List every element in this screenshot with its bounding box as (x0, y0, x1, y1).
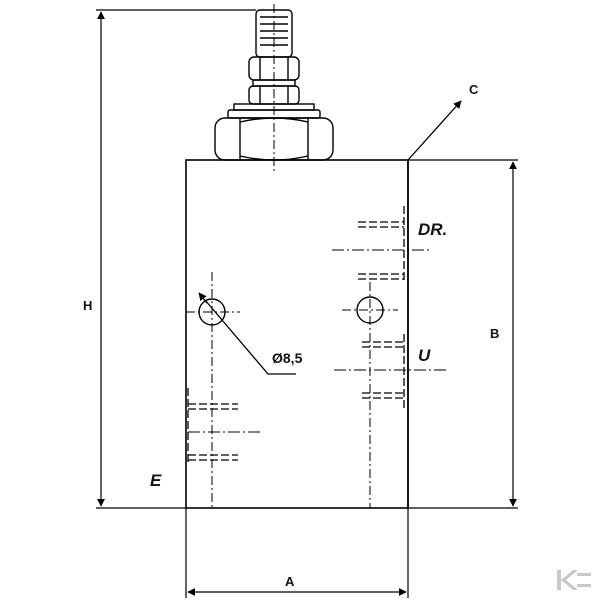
dimension-label-h: H (83, 298, 92, 313)
drain-port (332, 206, 432, 280)
user-port (334, 334, 446, 410)
valve-body (185, 159, 409, 509)
entry-port (187, 388, 262, 462)
dimension-label-a: A (285, 574, 295, 589)
dimension-b (408, 159, 518, 509)
port-label-drain: DR. (418, 220, 447, 239)
dimension-label-b: B (490, 326, 499, 341)
hole-diameter-label: Ø8,5 (272, 350, 303, 366)
adjustment-stem (214, 4, 334, 172)
mounting-hole-left (186, 272, 240, 508)
arrow-icon (407, 100, 462, 161)
logo-watermark-icon (557, 570, 591, 590)
port-label-entry: E (150, 471, 162, 490)
port-label-user: U (418, 346, 431, 365)
dimension-h (96, 9, 256, 509)
dimension-a (185, 508, 409, 598)
mounting-hole-right (342, 282, 398, 508)
hole-leader-line (204, 299, 296, 375)
dimension-label-c: C (469, 82, 479, 97)
